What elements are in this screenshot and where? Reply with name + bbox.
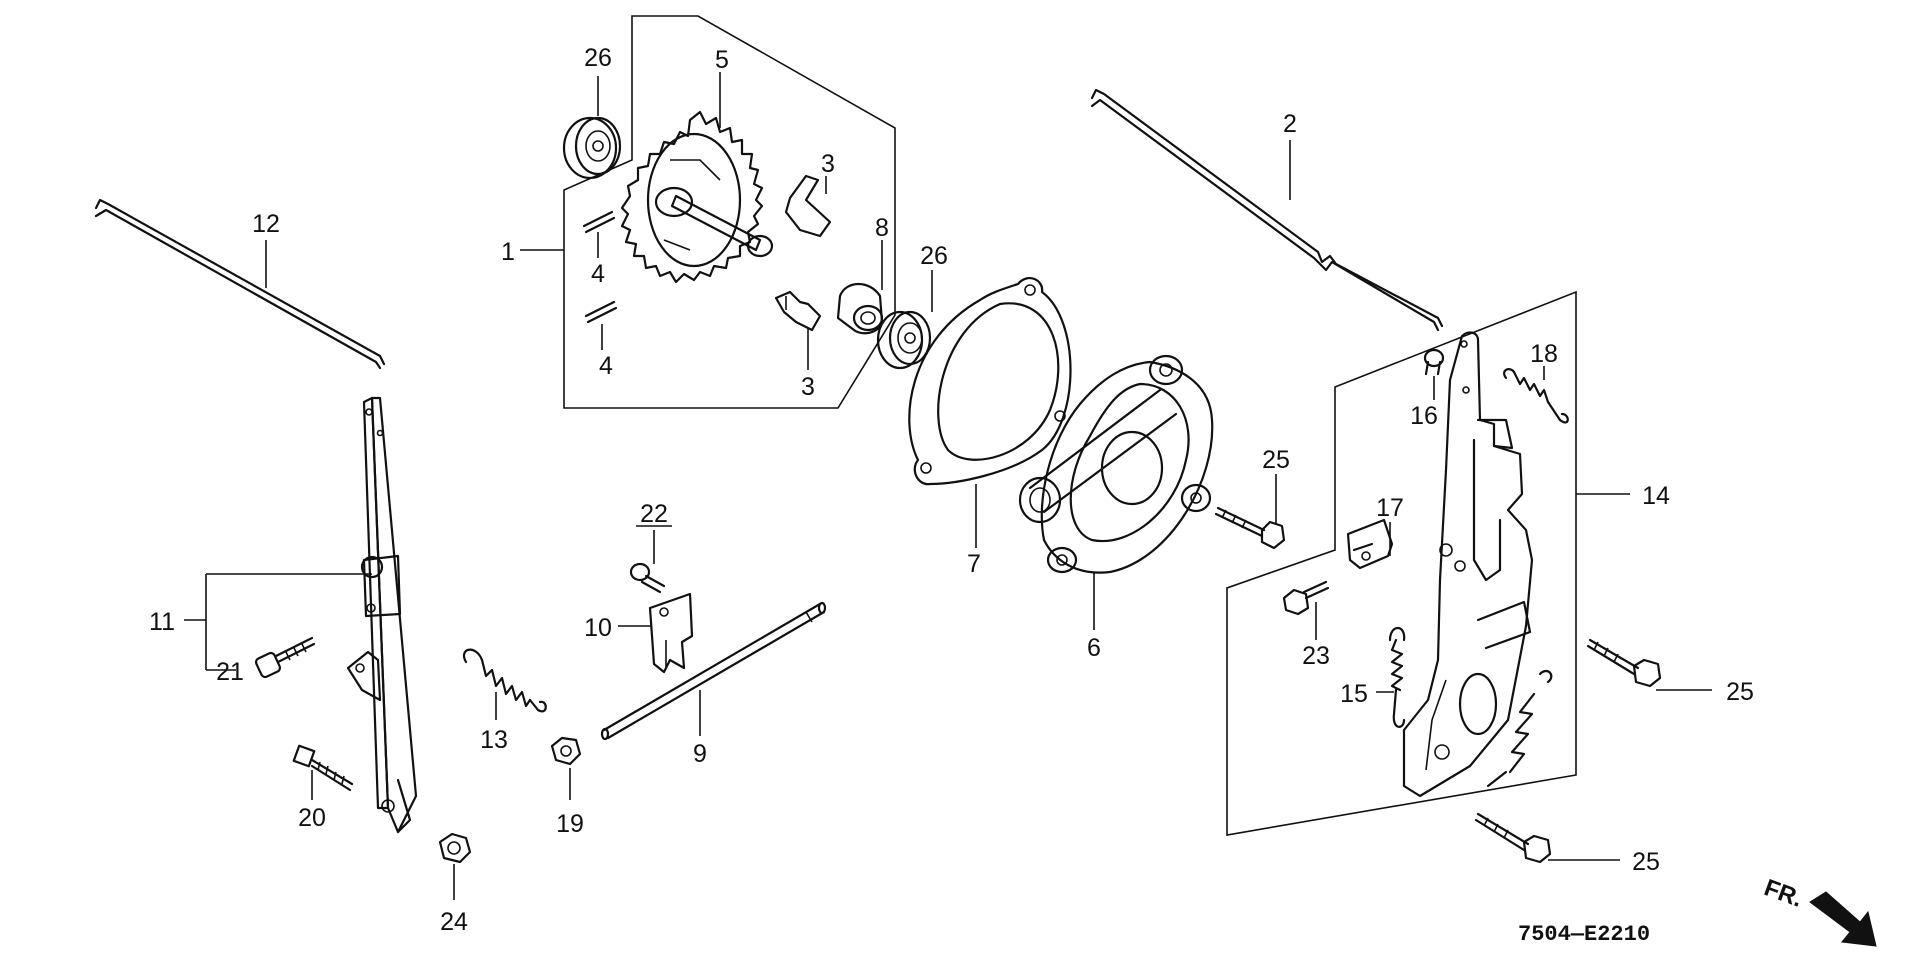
callout-2: 2: [1283, 110, 1297, 138]
callout-10: 10: [584, 614, 612, 642]
callout-17: 17: [1376, 494, 1404, 522]
plate-10: [648, 592, 694, 674]
gasket-7: [908, 276, 1072, 486]
callout-6: 6: [1087, 634, 1101, 662]
spring-18: [1503, 368, 1569, 424]
callout-15: 15: [1340, 680, 1368, 708]
leader-lines: [184, 72, 1712, 900]
nut-24: [438, 832, 472, 864]
callout-20: 20: [298, 804, 326, 832]
callout-1: 1: [501, 238, 515, 266]
front-direction-label: FR.: [1761, 874, 1807, 913]
slider-8: [836, 282, 884, 335]
callout-9: 9: [693, 740, 707, 768]
callout-11: 11: [149, 608, 175, 636]
drawing-code: 7504—E2210: [1518, 922, 1650, 947]
weight-3-upper: [784, 174, 832, 238]
callout-3-upper: 3: [821, 150, 835, 178]
bolt-25-cover: [1214, 506, 1286, 550]
callout-19: 19: [556, 810, 584, 838]
callout-12: 12: [252, 210, 280, 238]
callout-26-top: 26: [584, 44, 612, 72]
callout-7: 7: [967, 550, 981, 578]
spring-13: [463, 648, 547, 713]
callout-25-bottom: 25: [1632, 848, 1660, 876]
bolt-22: [629, 562, 666, 594]
callout-23: 23: [1302, 642, 1330, 670]
callout-22: 22: [640, 500, 668, 528]
gear-5: [620, 110, 774, 284]
callout-4-lower: 4: [599, 352, 613, 380]
screw-20: [292, 744, 354, 792]
callout-25-cover: 25: [1262, 446, 1290, 474]
callout-26-middle: 26: [920, 242, 948, 270]
screw-16: [1423, 348, 1445, 376]
callout-18: 18: [1530, 340, 1558, 368]
bearing-26-top: [562, 116, 622, 180]
callout-8: 8: [875, 214, 889, 242]
nut-19: [550, 736, 582, 766]
callout-5: 5: [715, 46, 729, 74]
bolt-23: [1282, 580, 1330, 616]
governor-arm-group-outline: [1226, 290, 1577, 836]
front-direction-arrow-icon: [1809, 891, 1877, 947]
bolt-21: [254, 636, 316, 679]
governor-rod-2: [1090, 88, 1444, 332]
callout-labels: 1 2 3 3 4 4 5 6 7 8 9 10 11 12 13 14 15 …: [149, 44, 1754, 936]
callout-24: 24: [440, 908, 468, 936]
callout-3-lower: 3: [801, 373, 815, 401]
callout-13: 13: [480, 726, 508, 754]
pin-4-upper: [582, 210, 616, 234]
governor-arm-11: [346, 396, 418, 834]
governor-cover-6: [1018, 354, 1214, 574]
control-lever-14: [1402, 331, 1534, 798]
callout-14: 14: [1642, 482, 1670, 510]
callout-25-right: 25: [1726, 678, 1754, 706]
governor-shaft-9: [600, 601, 827, 741]
gear-assembly-group-outline: [563, 15, 896, 409]
callout-21: 21: [216, 658, 244, 686]
bolt-25-right: [1586, 638, 1662, 688]
bearing-26-middle: [876, 310, 932, 370]
spring-15: [1388, 626, 1406, 728]
pin-4-lower: [584, 300, 618, 324]
weight-3-lower: [774, 290, 822, 332]
governor-rod-12: [94, 198, 386, 370]
spring-lower-right: [1486, 669, 1553, 788]
clip-17: [1346, 518, 1394, 570]
bolt-25-bottom: [1474, 812, 1552, 864]
callout-4-upper: 4: [591, 260, 605, 288]
callout-16: 16: [1410, 402, 1438, 430]
